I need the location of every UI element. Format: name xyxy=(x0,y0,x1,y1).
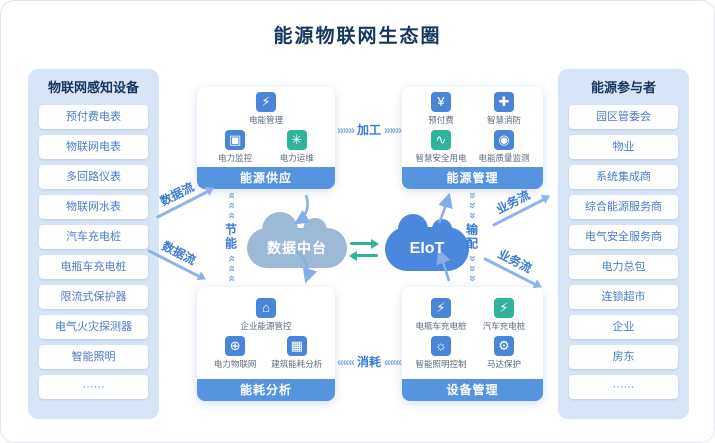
building-analysis-icon: ▦ xyxy=(286,336,307,356)
device-management-label: 设备管理 xyxy=(402,379,543,401)
feature-item: ⌂ 企业能源管控 xyxy=(240,298,292,331)
feature-item: ⚡ 电瓶车充电桩 xyxy=(415,298,467,331)
energy-saving-flow: » » » 节能 » » » xyxy=(218,191,244,283)
consumption-flow: ««« 消耗 ««« xyxy=(331,353,407,370)
participant-item: 电气安全服务商 xyxy=(569,225,678,249)
exchange-arrow-right-icon xyxy=(350,238,379,249)
device-item: 预付费电表 xyxy=(39,105,148,129)
monitor-icon: ▣ xyxy=(225,130,246,150)
device-item: 电气火灾探测器 xyxy=(39,315,148,339)
chevron-up-icon: » xyxy=(223,212,238,219)
chevron-up-icon: » xyxy=(223,275,238,282)
participant-item: 企业 xyxy=(569,315,678,339)
chevron-down-icon: » xyxy=(465,275,480,282)
energy-management-label: 能源管理 xyxy=(402,167,543,189)
energy-supply-box: ⚡ 电能管理 ▣ 电力监控 ✳ 电力运维 能源供应 xyxy=(197,87,335,189)
processing-flow: »»» 加工 »»» xyxy=(331,121,407,138)
chevron-up-icon: » xyxy=(223,202,238,209)
device-item-ellipsis: ······ xyxy=(39,375,148,399)
chevron-down-icon: » xyxy=(465,202,480,209)
chevron-down-icon: » xyxy=(465,212,480,219)
iot-devices-panel: 物联网感知设备 预付费电表 物联网电表 多回路仪表 物联网水表 汽车充电桩 电瓶… xyxy=(28,69,159,419)
participant-item: 园区管委会 xyxy=(569,105,678,129)
feature-item: ▣ 电力监控 xyxy=(218,130,253,163)
device-item: 多回路仪表 xyxy=(39,165,148,189)
participant-item: 房东 xyxy=(569,345,678,369)
participant-item: 电力总包 xyxy=(569,255,678,279)
participant-item-ellipsis: ······ xyxy=(569,375,678,399)
feature-item: ⚡ 汽车充电桩 xyxy=(482,298,526,331)
enterprise-energy-icon: ⌂ xyxy=(256,298,276,318)
power-iot-globe-icon: ⊕ xyxy=(225,336,246,356)
energy-saving-flow-label: 节能 xyxy=(223,223,238,251)
feature-item: ✚ 智慧消防 xyxy=(487,92,522,125)
participant-item: 物业 xyxy=(569,135,678,159)
processing-flow-label: 加工 xyxy=(356,123,381,137)
smart-lighting-icon: ☼ xyxy=(430,336,451,356)
participant-item: 综合能源服务商 xyxy=(569,195,678,219)
device-item: 智能照明 xyxy=(39,345,148,369)
chevron-down-icon: » xyxy=(465,265,480,272)
energy-analysis-label: 能耗分析 xyxy=(197,379,335,401)
data-platform-cloud-icon: 数据中台 xyxy=(247,212,347,268)
chevron-down-icon: » xyxy=(465,192,480,199)
feature-item: ∿ 智慧安全用电 xyxy=(415,130,467,163)
feature-item: ✳ 电力运维 xyxy=(279,130,314,163)
device-item: 电瓶车充电桩 xyxy=(39,255,148,279)
energy-management-box: ¥ 预付费 ✚ 智慧消防 ∿ 智慧安全用电 ◉ 电能质量监测 能源管理 xyxy=(402,87,543,189)
ebike-charger-icon: ⚡ xyxy=(430,298,451,318)
exchange-arrow-left-icon xyxy=(349,250,378,261)
chevron-right-icon: »»» xyxy=(336,122,355,137)
eiot-cloud-icon: EIoT xyxy=(385,214,469,271)
distribution-flow: » » » 输配 » » » xyxy=(459,191,485,283)
car-charger-icon: ⚡ xyxy=(494,298,514,318)
device-item: 物联网水表 xyxy=(39,195,148,219)
feature-item: ⊕ 电力物联网 xyxy=(213,336,257,369)
feature-item: ¥ 预付费 xyxy=(428,92,454,125)
feature-item: ☼ 智能照明控制 xyxy=(415,336,467,369)
page-title: 能源物联网生态圈 xyxy=(273,26,442,47)
chevron-up-icon: » xyxy=(223,192,238,199)
feature-item: ⚙ 马达保护 xyxy=(487,336,522,369)
device-management-box: ⚡ 电瓶车充电桩 ⚡ 汽车充电桩 ☼ 智能照明控制 ⚙ 马达保护 设备管理 xyxy=(402,287,543,401)
device-item: 汽车充电桩 xyxy=(39,225,148,249)
chevron-left-icon: ««« xyxy=(336,354,355,369)
feature-item: ▦ 建筑能耗分析 xyxy=(271,336,323,369)
energy-participants-panel-title: 能源参与者 xyxy=(590,80,656,95)
device-item: 物联网电表 xyxy=(39,135,148,159)
energy-participants-panel: 能源参与者 园区管委会 物业 系统集成商 综合能源服务商 电气安全服务商 电力总… xyxy=(558,69,689,419)
energy-supply-label: 能源供应 xyxy=(197,167,335,189)
chevron-down-icon: » xyxy=(465,255,480,262)
battery-energy-icon: ⚡ xyxy=(256,92,276,112)
participant-item: 连锁超市 xyxy=(569,285,678,309)
chevron-right-icon: »»» xyxy=(384,122,402,137)
chevron-up-icon: » xyxy=(223,265,238,272)
prepaid-coin-icon: ¥ xyxy=(430,92,451,112)
motor-protection-gear-icon: ⚙ xyxy=(494,336,514,356)
device-item: 限流式保护器 xyxy=(39,285,148,309)
safe-electricity-chart-icon: ∿ xyxy=(430,130,451,150)
data-platform-label: 数据中台 xyxy=(267,240,327,256)
distribution-flow-label: 输配 xyxy=(464,223,479,251)
eiot-label: EIoT xyxy=(409,240,445,257)
energy-analysis-box: ⌂ 企业能源管控 ⊕ 电力物联网 ▦ 建筑能耗分析 能耗分析 xyxy=(197,287,335,401)
chevron-left-icon: ««« xyxy=(384,354,402,369)
power-quality-gauge-icon: ◉ xyxy=(494,130,514,150)
participant-item: 系统集成商 xyxy=(569,165,678,189)
fire-safety-shield-icon: ✚ xyxy=(494,92,514,112)
maintenance-asterisk-icon: ✳ xyxy=(286,130,307,150)
consumption-flow-label: 消耗 xyxy=(356,355,381,369)
feature-item: ◉ 电能质量监测 xyxy=(478,130,530,163)
business-flow-arrow-bottom: 业务流 xyxy=(481,239,546,287)
feature-item: ⚡ 电能管理 xyxy=(248,92,283,125)
iot-devices-panel-title: 物联网感知设备 xyxy=(47,80,139,95)
chevron-up-icon: » xyxy=(223,255,238,262)
